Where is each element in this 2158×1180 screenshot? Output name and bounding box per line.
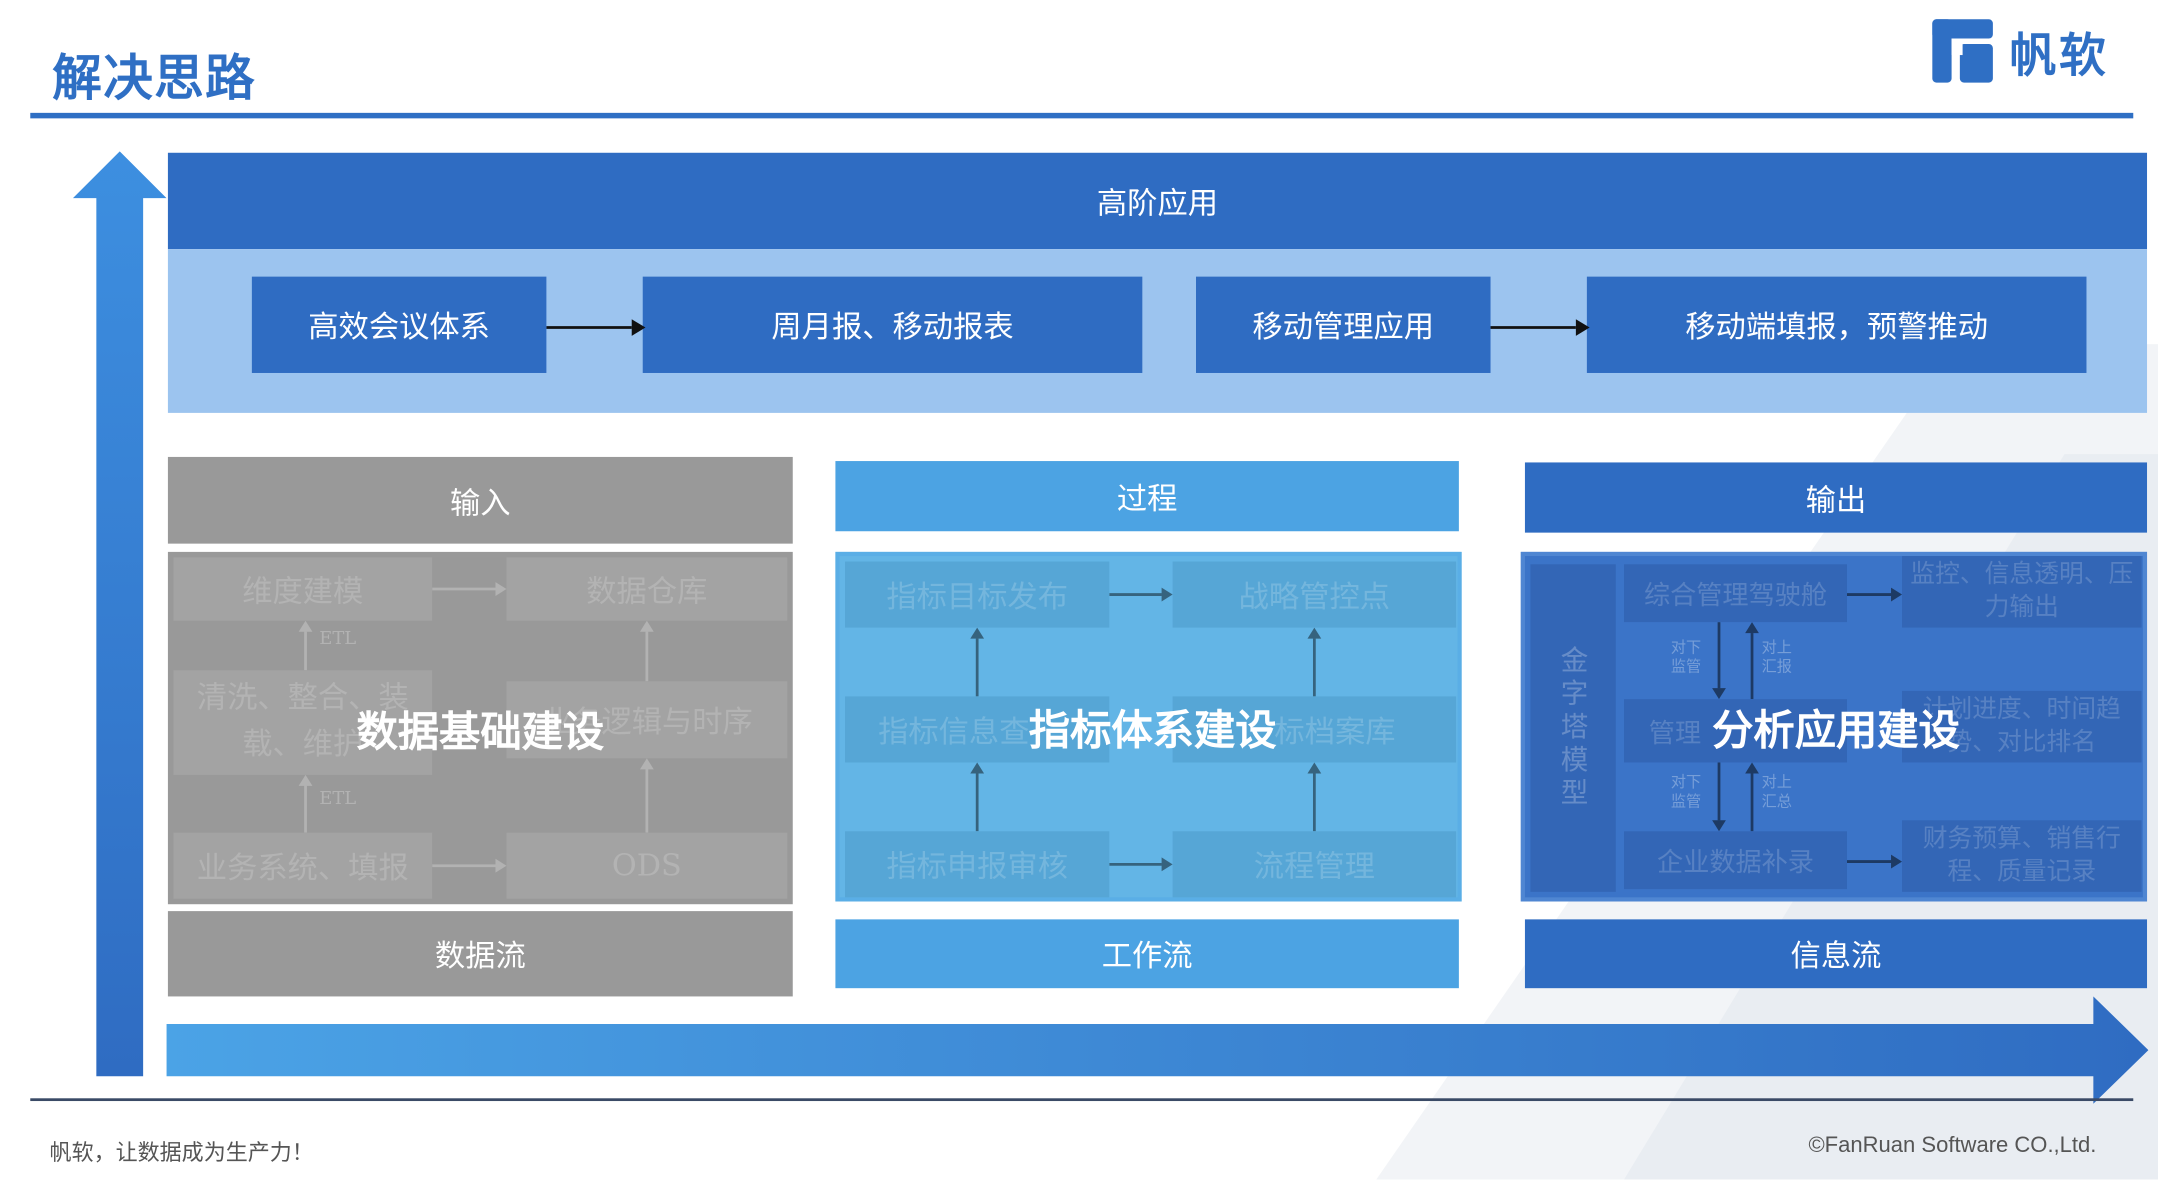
- process-cell-strategic-control: 战略管控点: [1172, 561, 1457, 628]
- ghost-arrow-right-icon: [1846, 854, 1903, 869]
- etl-label: ETL: [319, 788, 357, 810]
- arrow-label-summary-up: 对上汇总: [1761, 773, 1792, 811]
- output-cell-finance-sales: 财务预算、销售行程、质量记录: [1902, 820, 2142, 892]
- brand-name: 帆软: [2009, 28, 2109, 84]
- arrow-label-report-up: 对上汇报: [1761, 638, 1792, 676]
- ghost-arrow-right-icon: [1846, 587, 1903, 602]
- brand-logo: 帆软: [1930, 17, 2134, 86]
- footer-slogan: 帆软，让数据成为生产力！: [49, 1139, 314, 1166]
- input-cell-clean-integrate: 清洗、整合、装载、维护: [173, 670, 433, 775]
- vertical-progress-arrow: [72, 151, 167, 1077]
- output-cell-data-supplement: 企业数据补录: [1624, 831, 1847, 890]
- input-overlay-title: 数据基础建设: [356, 708, 605, 757]
- output-overlay-title: 分析应用建设: [1712, 707, 1960, 756]
- ghost-arrow-up-icon: [1307, 627, 1322, 697]
- ghost-arrow-up-icon: [639, 620, 654, 682]
- output-cell-dashboard: 综合管理驾驶舱: [1624, 564, 1847, 623]
- ghost-arrow-right-icon: [1109, 857, 1173, 872]
- process-cell-process-management: 流程管理: [1172, 831, 1457, 898]
- flow-arrow-icon: [1490, 319, 1590, 336]
- footer-divider: [30, 1098, 2134, 1102]
- input-cell-dimension-modeling: 维度建模: [173, 557, 433, 621]
- title-divider: [30, 112, 2134, 119]
- input-cell-data-warehouse: 数据仓库: [506, 557, 788, 621]
- input-column-footer: 数据流: [167, 911, 793, 997]
- flow-box-mobile-management: 移动管理应用: [1196, 276, 1491, 373]
- flow-box-meeting-system: 高效会议体系: [251, 276, 547, 373]
- process-cell-indicator-review: 指标申报审核: [845, 831, 1110, 898]
- process-cell-indicator-query: 指标信息查: [845, 696, 1110, 763]
- process-column-header: 过程: [835, 461, 1459, 532]
- arrow-label-supervise-down: 对下监管: [1670, 773, 1702, 811]
- output-cell-plan-progress: 计划进度、时间趋势、对比排名: [1902, 690, 2142, 763]
- page-title: 解决思路: [52, 50, 257, 108]
- flow-box-mobile-fill-alert: 移动端填报，预警推动: [1586, 276, 2087, 373]
- etl-label: ETL: [319, 628, 357, 650]
- output-column-footer: 信息流: [1524, 919, 2148, 989]
- input-cell-business-logic: 业务逻辑与时序: [506, 681, 788, 759]
- flow-box-weekly-monthly-reports: 周月报、移动报表: [642, 276, 1143, 373]
- footer-copyright: ©FanRuan Software CO.,Ltd.: [1808, 1134, 2097, 1158]
- ghost-arrow-down-icon: [1712, 622, 1726, 700]
- horizontal-progress-arrow: [166, 996, 2149, 1104]
- input-column-body: 维度建模 数据仓库 清洗、整合、装载、维护 业务逻辑与时序 业务系统、填报 OD…: [167, 551, 793, 905]
- output-column-body: 金字塔模型 综合管理驾驶舱 监控、信息透明、压力输出 管理 计划进度、时间趋势、…: [1520, 551, 2148, 902]
- process-column-body: 指标目标发布 战略管控点 指标信息查 标档案库 指标申报审核 流程管理: [835, 551, 1462, 902]
- input-cell-ods: ODS: [506, 832, 788, 899]
- ghost-arrow-up-icon: [298, 774, 313, 833]
- output-cell-management: 管理: [1624, 699, 1847, 763]
- input-cell-business-systems: 业务系统、填报: [173, 832, 433, 899]
- process-column-footer: 工作流: [835, 919, 1459, 989]
- flow-arrow-icon: [546, 319, 646, 336]
- ghost-arrow-up-icon: [1307, 762, 1322, 832]
- ghost-arrow-right-icon: [1109, 587, 1173, 602]
- ghost-arrow-up-icon: [1745, 622, 1759, 700]
- process-cell-indicator-archive: 标档案库: [1172, 696, 1457, 763]
- input-column-header: 输入: [167, 456, 793, 544]
- fanruan-logo-icon: [1932, 19, 1993, 83]
- output-cell-monitor: 监控、信息透明、压力输出: [1902, 556, 2142, 628]
- ghost-arrow-up-icon: [970, 627, 985, 697]
- process-cell-target-release: 指标目标发布: [845, 561, 1110, 628]
- ghost-arrow-up-icon: [1745, 762, 1759, 832]
- ghost-arrow-right-icon: [432, 858, 507, 873]
- process-overlay-title: 指标体系建设: [1028, 707, 1277, 756]
- ghost-arrow-up-icon: [639, 758, 654, 833]
- ghost-arrow-right-icon: [432, 582, 507, 596]
- ghost-arrow-down-icon: [1712, 762, 1726, 832]
- output-column-header: 输出: [1524, 462, 2148, 533]
- ghost-arrow-up-icon: [970, 762, 985, 832]
- pyramid-model-label: 金字塔模型: [1530, 564, 1616, 892]
- arrow-label-supervise-down: 对下监管: [1670, 638, 1702, 676]
- advanced-applications-header: 高阶应用: [167, 152, 2148, 250]
- ghost-arrow-up-icon: [298, 620, 313, 671]
